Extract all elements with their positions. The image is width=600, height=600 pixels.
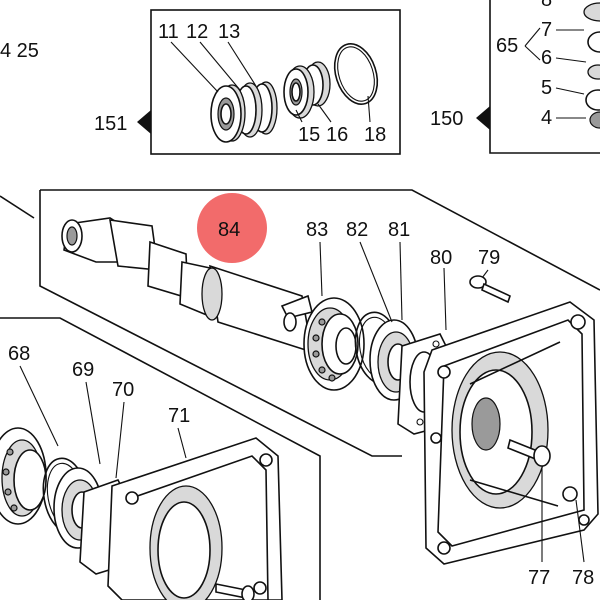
label-7: 7 — [541, 19, 552, 41]
label-8-partial: 8 — [541, 0, 552, 11]
frame-top-edge — [40, 189, 600, 291]
shaft-assembly-group: 84 83 82 81 80 — [0, 189, 600, 457]
frame-bottom-edge — [39, 190, 402, 457]
label-78: 78 — [572, 567, 594, 589]
lower-frame — [0, 317, 321, 600]
ring-stack-15-16 — [283, 61, 331, 119]
label-84: 84 — [218, 219, 240, 241]
label-5: 5 — [541, 77, 552, 99]
label-71: 71 — [168, 405, 190, 427]
bearing-stack-11-12-13 — [210, 81, 278, 143]
frame-left-tick — [0, 195, 35, 219]
highlight-circle — [197, 193, 267, 263]
shaft-84 — [61, 217, 314, 354]
label-6: 6 — [541, 47, 552, 69]
label-77: 77 — [528, 567, 550, 589]
label-13: 13 — [218, 21, 240, 43]
label-81: 81 — [388, 219, 410, 241]
label-15: 15 — [298, 124, 320, 146]
bolt-79: 79 — [469, 247, 511, 304]
pointer-arrow-150 — [476, 106, 490, 130]
label-82: 82 — [346, 219, 368, 241]
bolt-77: 77 — [507, 438, 551, 589]
o-ring-18 — [333, 43, 379, 105]
inset-frame-150 — [489, 0, 600, 154]
flange-housing-78 — [423, 301, 599, 565]
label-65: 65 — [496, 35, 518, 57]
label-70: 70 — [112, 379, 134, 401]
label-16: 16 — [326, 124, 348, 146]
label-12: 12 — [186, 21, 208, 43]
label-4: 4 — [541, 107, 552, 129]
label-68: 68 — [8, 343, 30, 365]
inset-box-151: 151 11 12 — [94, 9, 401, 155]
bearing-83 — [303, 297, 365, 391]
label-79: 79 — [478, 247, 500, 269]
label-83: 83 — [306, 219, 328, 241]
pointer-arrow-151 — [137, 110, 151, 134]
inset-box-150: 150 65 8 7 6 5 4 — [430, 0, 600, 154]
housing-71 — [107, 437, 283, 600]
lower-assembly-group: 68 69 70 71 — [0, 317, 321, 600]
label-80: 80 — [430, 247, 452, 269]
inset-frame-151 — [150, 9, 401, 155]
label-151: 151 — [94, 113, 127, 135]
label-18: 18 — [364, 124, 386, 146]
bearing-68 — [0, 427, 47, 525]
label-150: 150 — [430, 108, 463, 130]
label-4-25: 4 25 — [0, 40, 39, 62]
label-11: 11 — [158, 21, 179, 43]
label-69: 69 — [72, 359, 94, 381]
